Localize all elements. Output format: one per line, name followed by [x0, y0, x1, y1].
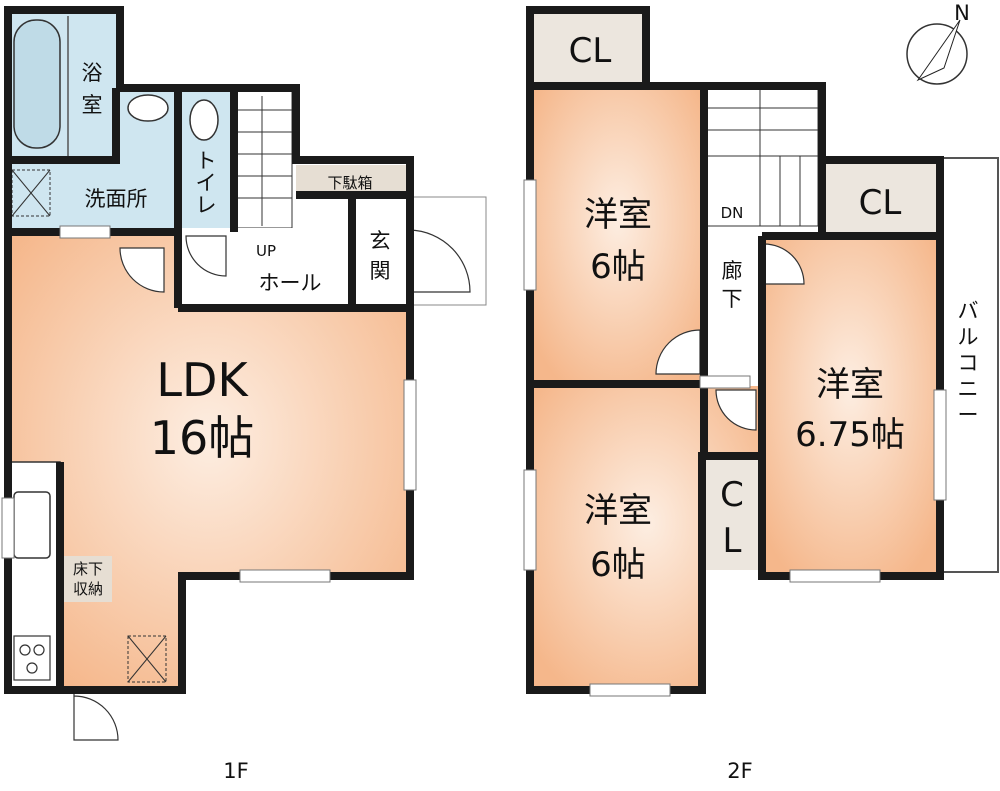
- room-nw: [534, 86, 702, 382]
- toilet-label-1: ト: [196, 149, 217, 173]
- stairs-up-label: UP: [256, 242, 276, 260]
- hatch-icon: [127, 635, 167, 683]
- bath-label-2: 室: [82, 93, 103, 117]
- room-sw-size: 6帖: [590, 545, 646, 585]
- ldk-label: LDK: [156, 353, 249, 407]
- corridor-label-2: 下: [722, 287, 743, 311]
- stairs-2f: [703, 85, 819, 227]
- stove-icon: [13, 635, 51, 681]
- closet-nw-label: CL: [569, 31, 612, 71]
- bathtub-icon: [13, 19, 61, 149]
- balcony-label-2: ル: [958, 325, 979, 349]
- hall-label: ホール: [259, 271, 322, 295]
- room-east: [762, 236, 938, 574]
- ldk-size-label: 16帖: [150, 411, 255, 465]
- closet-nw: [534, 10, 644, 86]
- porch: [407, 196, 487, 306]
- room-nw-name: 洋室: [584, 195, 652, 235]
- sink-icon: [127, 94, 169, 122]
- entrance: [354, 197, 408, 301]
- washroom-label: 洗面所: [85, 187, 148, 211]
- closet-ne: [822, 162, 938, 232]
- walls-1f: [4, 6, 414, 694]
- bath-label-1: 浴: [82, 61, 103, 85]
- floor2-caption: 2F: [727, 759, 752, 783]
- balcony-label-5: ー: [958, 403, 979, 427]
- room-sw: [534, 386, 760, 690]
- washroom: [8, 160, 178, 228]
- entrance-label-1: 玄: [370, 229, 391, 253]
- underfloor-storage: [64, 556, 112, 602]
- stairs-down-label: DN: [721, 204, 744, 222]
- balcony-label-4: ニ: [958, 377, 979, 401]
- toilet-icon: [189, 99, 219, 141]
- first-floor: [1, 6, 487, 741]
- room-east-name: 洋室: [816, 365, 884, 405]
- room-east-size: 6.75帖: [795, 415, 905, 455]
- underfloor-label-1: 床下: [73, 560, 103, 578]
- shoe-box-label: 下駄箱: [327, 174, 372, 192]
- balcony: [939, 157, 999, 573]
- closet-ne-label: CL: [859, 183, 902, 223]
- closet-mid-label-1: C: [720, 475, 744, 515]
- shoe-box: [296, 165, 408, 195]
- stairs-1f: [235, 87, 293, 229]
- room-sw-name: 洋室: [584, 491, 652, 531]
- underfloor-label-2: 収納: [73, 580, 103, 598]
- toilet-label-2: イ: [196, 171, 217, 195]
- north-compass-icon: [906, 19, 968, 85]
- corridor-label-1: 廊: [722, 259, 743, 283]
- room-nw-size: 6帖: [590, 247, 646, 287]
- balcony-label-3: コ: [958, 351, 979, 375]
- walls-2f: [526, 6, 944, 694]
- balcony-label-1: バ: [958, 299, 979, 323]
- closet-mid: [702, 456, 760, 570]
- toilet-label-3: レ: [196, 193, 217, 217]
- floor1-caption: 1F: [223, 759, 248, 783]
- second-floor: [523, 6, 999, 697]
- compass-north-label: N: [954, 1, 970, 25]
- closet-mid-label-2: L: [723, 521, 742, 561]
- kitchen-sink-icon: [13, 491, 51, 559]
- entrance-label-2: 関: [370, 259, 391, 283]
